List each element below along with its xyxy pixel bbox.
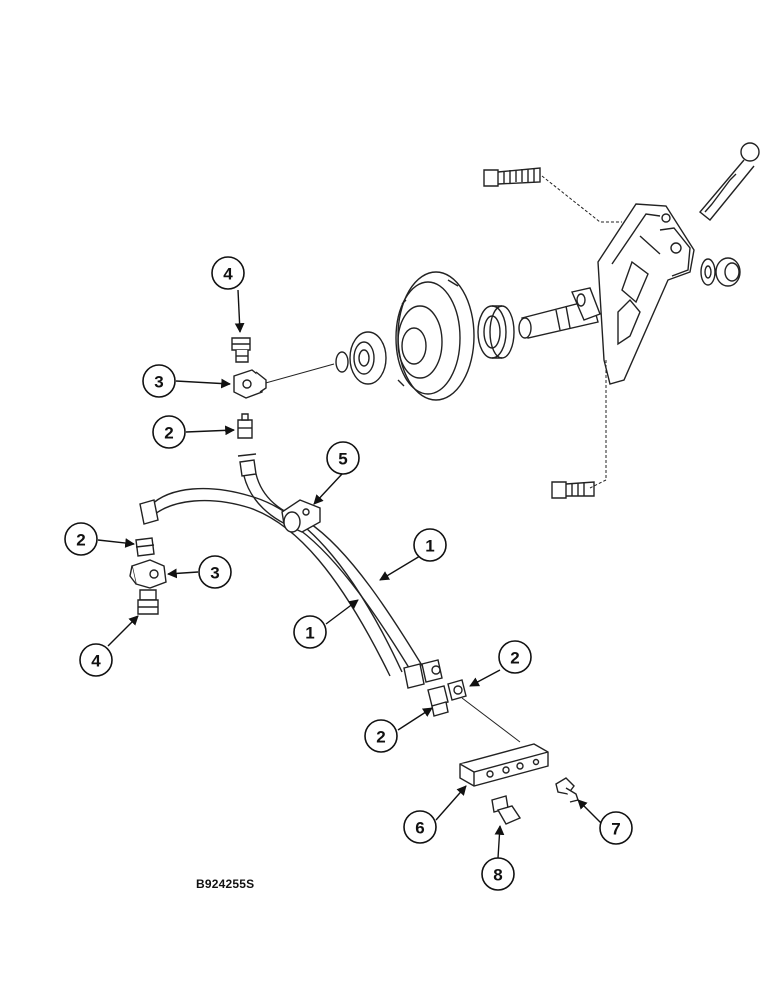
callout-label-c1b: 1 — [305, 624, 314, 643]
bracket-bolt-bottom — [551, 481, 595, 499]
callout-label-c2d: 2 — [376, 728, 385, 747]
elbow-fitting-upper — [233, 369, 267, 399]
lower-fitting-cluster — [427, 679, 521, 743]
figure-id-label: B924255S — [196, 877, 255, 891]
hose-end-left — [139, 499, 159, 525]
hose-clamp — [281, 499, 321, 533]
leader-c4b — [107, 615, 139, 647]
leader-c1b — [325, 599, 359, 625]
upper-fitting-stack — [231, 337, 267, 439]
callout-label-c5: 5 — [338, 450, 347, 469]
bracket-bolt-top — [483, 167, 541, 187]
mounting-bracket-assembly — [335, 142, 760, 499]
connector-fitting-b — [447, 679, 467, 701]
callout-circle-c8 — [481, 857, 515, 891]
idler-bearing-left — [335, 331, 387, 385]
idler-bearing — [477, 305, 515, 359]
callout-label-c7: 7 — [611, 820, 620, 839]
bracket-washers-right — [700, 257, 741, 287]
adapter-fitting-upper — [231, 337, 251, 363]
leader-c1a — [379, 555, 421, 581]
bracket-plate — [597, 203, 695, 385]
callout-circle-c6 — [403, 810, 437, 844]
callout-circle-c1b — [293, 615, 327, 649]
callout-group: 4 3 2 5 2 3 4 1 1 2 2 6 7 8 — [64, 256, 633, 891]
leader-c3b — [167, 568, 199, 579]
hose-end-upper — [237, 453, 257, 477]
hose-end-lower — [403, 659, 443, 689]
callout-label-c3b: 3 — [210, 564, 219, 583]
leader-c5 — [313, 473, 343, 505]
plug-fitting — [491, 795, 522, 825]
callout-circle-c2c — [498, 640, 532, 674]
callout-label-c2b: 2 — [76, 531, 85, 550]
connector-fitting-a — [427, 685, 449, 717]
callout-circle-c2d — [364, 719, 398, 753]
leader-c3a — [175, 378, 231, 389]
callout-circle-c2b — [64, 522, 98, 556]
callout-label-c6: 6 — [415, 819, 424, 838]
leader-c2a — [185, 425, 235, 436]
nut-fitting-upper — [237, 413, 253, 439]
callout-circle-c1a — [413, 528, 447, 562]
nut-fitting-left — [135, 537, 155, 557]
leader-c7 — [577, 799, 605, 827]
callout-label-c4b: 4 — [91, 652, 101, 671]
leader-c6 — [435, 785, 467, 821]
callout-label-c8: 8 — [493, 866, 502, 885]
idler-pulley — [395, 271, 475, 401]
fitting-leader-line — [261, 363, 335, 385]
callout-label-c1a: 1 — [425, 537, 434, 556]
idler-shaft — [518, 287, 601, 339]
callout-circle-c2a — [152, 415, 186, 449]
callout-label-c3a: 3 — [154, 373, 163, 392]
callout-circle-c7 — [599, 811, 633, 845]
callout-label-c2c: 2 — [510, 649, 519, 668]
hose-assembly — [139, 453, 443, 689]
leader-c2b — [97, 538, 135, 548]
callout-label-c2a: 2 — [164, 424, 173, 443]
callout-circle-c4b — [79, 643, 113, 677]
leader-c4a — [234, 289, 245, 333]
elbow-fitting-left — [129, 559, 167, 589]
leader-c8 — [494, 825, 505, 859]
manifold-block — [459, 743, 549, 787]
callout-circle-c3a — [142, 364, 176, 398]
left-fitting-stack — [129, 537, 167, 615]
adapter-fitting-left — [137, 589, 159, 615]
bracket-lever — [699, 142, 760, 221]
callout-circle-c5 — [326, 441, 360, 475]
grease-fitting — [555, 777, 579, 803]
callout-circle-c3b — [198, 555, 232, 589]
callout-circle-c4a — [211, 256, 245, 290]
callout-label-c4a: 4 — [223, 265, 233, 284]
leader-c2c — [469, 669, 501, 687]
leader-c2d — [397, 707, 433, 731]
